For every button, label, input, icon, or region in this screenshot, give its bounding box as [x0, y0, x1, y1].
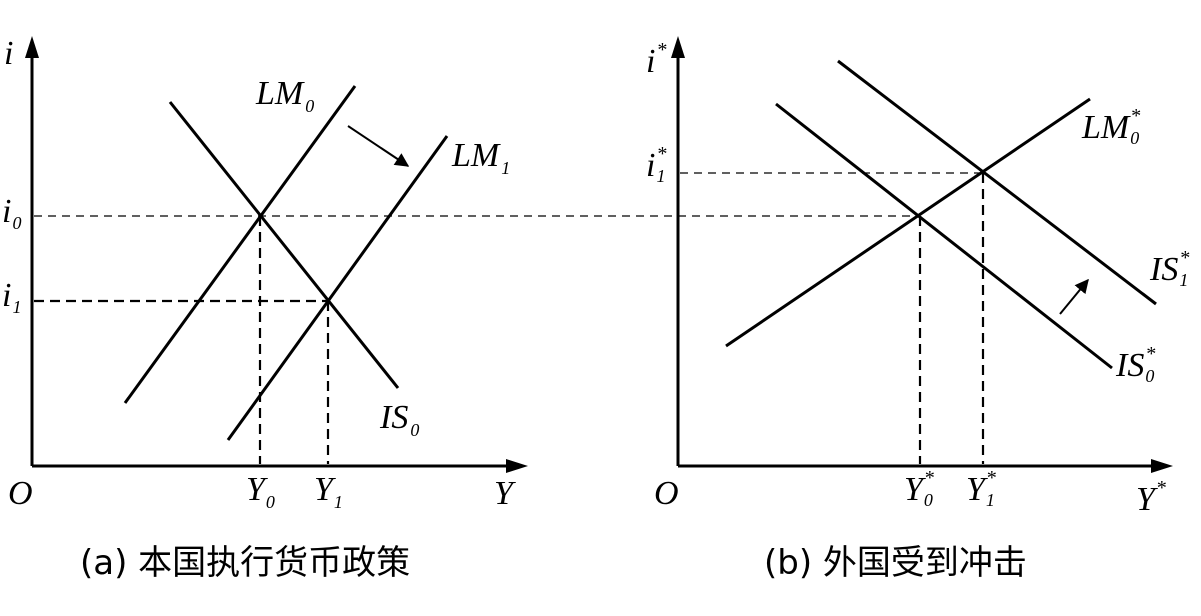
left-y-arrowhead — [25, 36, 39, 58]
right-y0-label: Y*0 — [904, 467, 934, 510]
right-is1-curve — [837, 59, 1157, 306]
right-is0-label: IS*0 — [1115, 343, 1155, 386]
right-x-axis-label: Y* — [1136, 477, 1166, 518]
left-lm-shift-arrow — [347, 125, 410, 167]
right-caption: (b) 外国受到冲击 — [764, 543, 1027, 583]
right-lm0-label: LM*0 — [1081, 105, 1140, 148]
right-x-arrowhead — [1151, 459, 1173, 473]
left-lm0-curve — [123, 85, 357, 404]
right-is1-label: IS*1 — [1149, 247, 1189, 290]
right-y1-label: Y*1 — [966, 467, 996, 510]
left-y0-label: Y0 — [246, 471, 275, 512]
left-y-axis-label: i — [4, 35, 13, 72]
right-y-axis-label: i* — [646, 39, 666, 80]
panel-a — [25, 36, 528, 473]
right-is-shift-arrow — [1059, 278, 1089, 315]
right-y-arrowhead — [671, 36, 685, 58]
right-origin-label: O — [654, 475, 679, 512]
right-i1-label: i*1 — [646, 143, 666, 186]
left-caption: (a) 本国执行货币政策 — [80, 543, 410, 583]
left-origin-label: O — [8, 475, 33, 512]
left-lm1-curve — [226, 135, 449, 441]
left-x-axis-label: Y — [494, 475, 516, 512]
left-i0-label: i0 — [2, 193, 21, 233]
right-lm0-curve — [725, 97, 1091, 348]
left-i1-label: i1 — [2, 277, 21, 317]
left-is0-curve — [168, 101, 400, 389]
right-is0-curve — [775, 102, 1113, 370]
left-x-arrowhead — [506, 459, 528, 473]
left-y1-label: Y1 — [314, 471, 343, 512]
panel-b — [671, 36, 1173, 473]
